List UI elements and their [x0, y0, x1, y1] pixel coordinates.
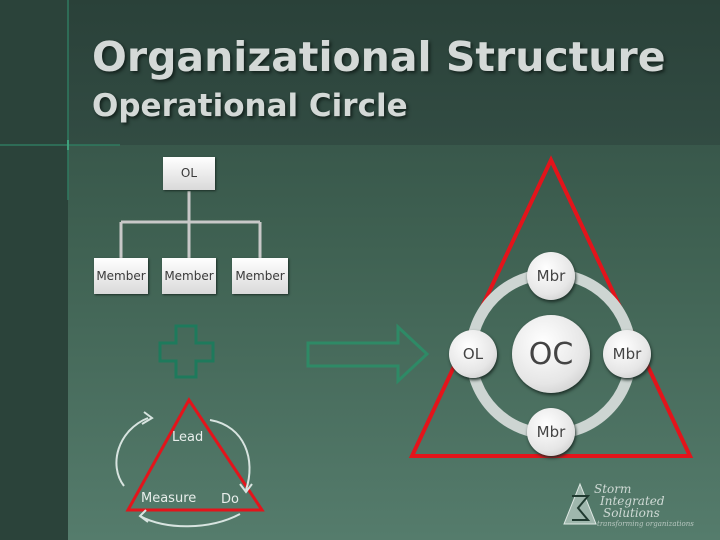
cycle-arrow-bottom-head: [138, 509, 149, 523]
cycle-triangle: [125, 397, 265, 512]
cycle-arrow-bottom: [139, 513, 241, 528]
cycle-label-do: Do: [221, 492, 239, 507]
node-mbr-top-label: Mbr: [536, 267, 566, 285]
node-oc-label: OC: [528, 336, 574, 372]
org-box-member-3: Member: [232, 258, 288, 294]
cycle-label-measure: Measure: [141, 491, 197, 506]
org-box-member-label: Member: [96, 269, 146, 283]
right-arrow-icon: [306, 323, 430, 385]
cycle-label-lead: Lead: [172, 430, 204, 445]
node-ol-left-label: OL: [462, 345, 484, 363]
org-box-member-1: Member: [94, 258, 148, 294]
node-mbr-top: Mbr: [527, 252, 575, 300]
cycle-arrow-right-head: [239, 483, 253, 494]
cycle-arrow-left-head: [141, 411, 154, 425]
left-band: [0, 0, 68, 540]
logo-line-1: Storm: [594, 482, 632, 496]
cycle-arrow-right: [209, 419, 251, 491]
plus-icon: [158, 324, 215, 379]
org-box-ol-label: OL: [180, 166, 198, 180]
cycle-arrow-left: [115, 417, 149, 487]
slide-title: Organizational Structure: [92, 33, 666, 81]
node-mbr-bottom-label: Mbr: [536, 423, 566, 441]
logo-line-2: Integrated: [600, 494, 665, 508]
logo-mark: [563, 482, 597, 525]
org-box-ol: OL: [163, 157, 215, 190]
title-band: [0, 0, 720, 145]
node-mbr-right-label: Mbr: [612, 345, 642, 363]
slide-subtitle: Operational Circle: [92, 88, 408, 124]
node-mbr-right: Mbr: [603, 330, 651, 378]
org-box-member-2: Member: [162, 258, 216, 294]
logo-tagline: transforming organizations: [597, 520, 694, 528]
node-mbr-bottom: Mbr: [527, 408, 575, 456]
logo-line-3: Solutions: [603, 506, 660, 520]
node-ol-left: OL: [449, 330, 497, 378]
org-box-member-label: Member: [235, 269, 285, 283]
node-oc: OC: [512, 315, 590, 393]
org-box-member-label: Member: [164, 269, 214, 283]
